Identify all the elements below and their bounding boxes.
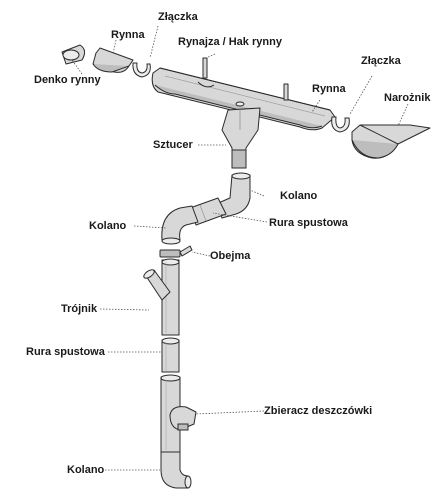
label-elbow-bottom: Kolano: [67, 464, 105, 476]
label-gutter-short: Rynna: [111, 29, 145, 41]
label-gutter-main: Rynna: [312, 83, 346, 95]
rain-collector: [169, 406, 197, 431]
elbow-left: [161, 205, 199, 245]
gutter-outlet: [221, 107, 261, 169]
label-elbow-upper: Kolano: [280, 190, 318, 202]
downpipe-vertical-middle: [161, 337, 180, 373]
label-elbow-left: Kolano: [89, 220, 127, 232]
label-connector-right: Złączka: [361, 55, 401, 67]
gutter-hooks: [197, 57, 289, 101]
label-corner: Narożnik: [384, 92, 431, 104]
label-rain-collector: Zbieracz deszczówki: [264, 405, 373, 417]
gutter-connector-right: [331, 116, 350, 133]
elbow-bottom: [160, 451, 192, 489]
label-end-cap: Denko rynny: [34, 74, 101, 86]
pipe-bracket: [159, 245, 193, 258]
gutter-end-cap: [61, 44, 86, 65]
elbow-upper: [215, 172, 251, 219]
gutter-connector-top: [132, 62, 151, 78]
gutter-corner: [351, 124, 431, 159]
label-connector-top: Złączka: [158, 11, 198, 23]
label-outlet: Sztucer: [153, 139, 193, 151]
label-downpipe-upper: Rura spustowa: [269, 217, 348, 229]
gutter-short-segment: [92, 47, 134, 73]
tee-branch: [143, 269, 171, 301]
label-downpipe-lower: Rura spustowa: [26, 346, 105, 358]
label-tee: Trójnik: [61, 303, 98, 315]
label-gutter-hook: Rynajza / Hak rynny: [178, 36, 282, 48]
label-bracket: Obejma: [210, 250, 251, 262]
gutter-main: [151, 67, 336, 131]
